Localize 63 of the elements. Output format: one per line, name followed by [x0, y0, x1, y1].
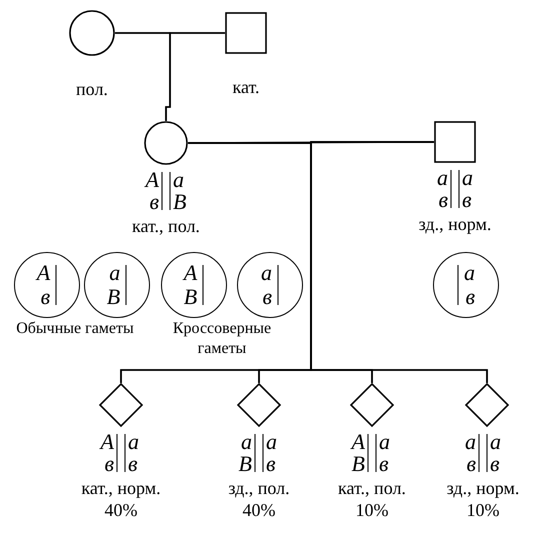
- allele-letter: A: [36, 261, 50, 285]
- female-symbol: [144, 121, 188, 165]
- allele-letter: в: [462, 189, 473, 211]
- allele-letter: в: [490, 453, 501, 475]
- allele-letter: B: [184, 285, 198, 309]
- allele-letter: в: [40, 285, 50, 309]
- phenotype-label: зд., норм.: [446, 477, 520, 499]
- phenotype-label: кат., пол.: [132, 215, 200, 237]
- gamete-circle: [433, 252, 499, 318]
- gamete-circle: [237, 252, 303, 318]
- allele-letter: a: [436, 167, 448, 189]
- phenotype-label: кат., пол.: [338, 477, 406, 499]
- allele-letter: a: [128, 431, 140, 453]
- offspring-symbol: [99, 383, 143, 427]
- allele-letter: в: [128, 453, 139, 475]
- allele-letter: a: [462, 167, 474, 189]
- allele-letter: a: [240, 431, 252, 453]
- allele-letter: A: [98, 431, 114, 453]
- allele-letter: в: [437, 189, 448, 211]
- allele-letter: в: [465, 453, 476, 475]
- allele-letter: a: [173, 169, 185, 191]
- allele-letter: a: [464, 431, 476, 453]
- male-symbol: [225, 12, 267, 54]
- allele-letter: в: [465, 285, 475, 309]
- allele-letter: a: [379, 431, 391, 453]
- phenotype-label: зд., норм.: [418, 213, 492, 235]
- phenotype-label: пол.: [76, 78, 108, 100]
- male-symbol: [434, 121, 476, 163]
- allele-letter: в: [262, 285, 272, 309]
- gamete-circle: [161, 252, 227, 318]
- gamete-circle: [14, 252, 80, 318]
- caption-label: Обычные гаметы: [15, 319, 135, 339]
- gamete-circle: [84, 252, 150, 318]
- allele-letter: B: [173, 191, 188, 213]
- female-symbol: [69, 10, 115, 56]
- allele-letter: в: [103, 453, 114, 475]
- percentage-label: 10%: [356, 499, 388, 521]
- allele-letter: B: [350, 453, 365, 475]
- percentage-label: 40%: [104, 499, 138, 521]
- allele-letter: A: [184, 261, 198, 285]
- caption-label: Кроссоверные гаметы: [172, 319, 272, 359]
- allele-letter: в: [266, 453, 277, 475]
- allele-letter: a: [261, 261, 272, 285]
- percentage-label: 40%: [242, 499, 276, 521]
- allele-letter: a: [109, 261, 120, 285]
- allele-letter: B: [238, 453, 252, 475]
- allele-letter: в: [148, 191, 159, 213]
- offspring-symbol: [237, 383, 281, 427]
- allele-letter: A: [349, 431, 365, 453]
- phenotype-label: кат.: [232, 76, 260, 98]
- allele-letter: в: [379, 453, 390, 475]
- phenotype-label: кат., норм.: [81, 477, 161, 499]
- allele-letter: A: [143, 169, 159, 191]
- allele-letter: a: [464, 261, 475, 285]
- allele-letter: B: [106, 285, 120, 309]
- pedigree-line: [165, 32, 225, 121]
- offspring-symbol: [350, 383, 394, 427]
- allele-letter: a: [490, 431, 502, 453]
- allele-letter: a: [266, 431, 278, 453]
- percentage-label: 10%: [466, 499, 500, 521]
- phenotype-label: зд., пол.: [228, 477, 290, 499]
- pedigree-line: [310, 141, 488, 383]
- offspring-symbol: [465, 383, 509, 427]
